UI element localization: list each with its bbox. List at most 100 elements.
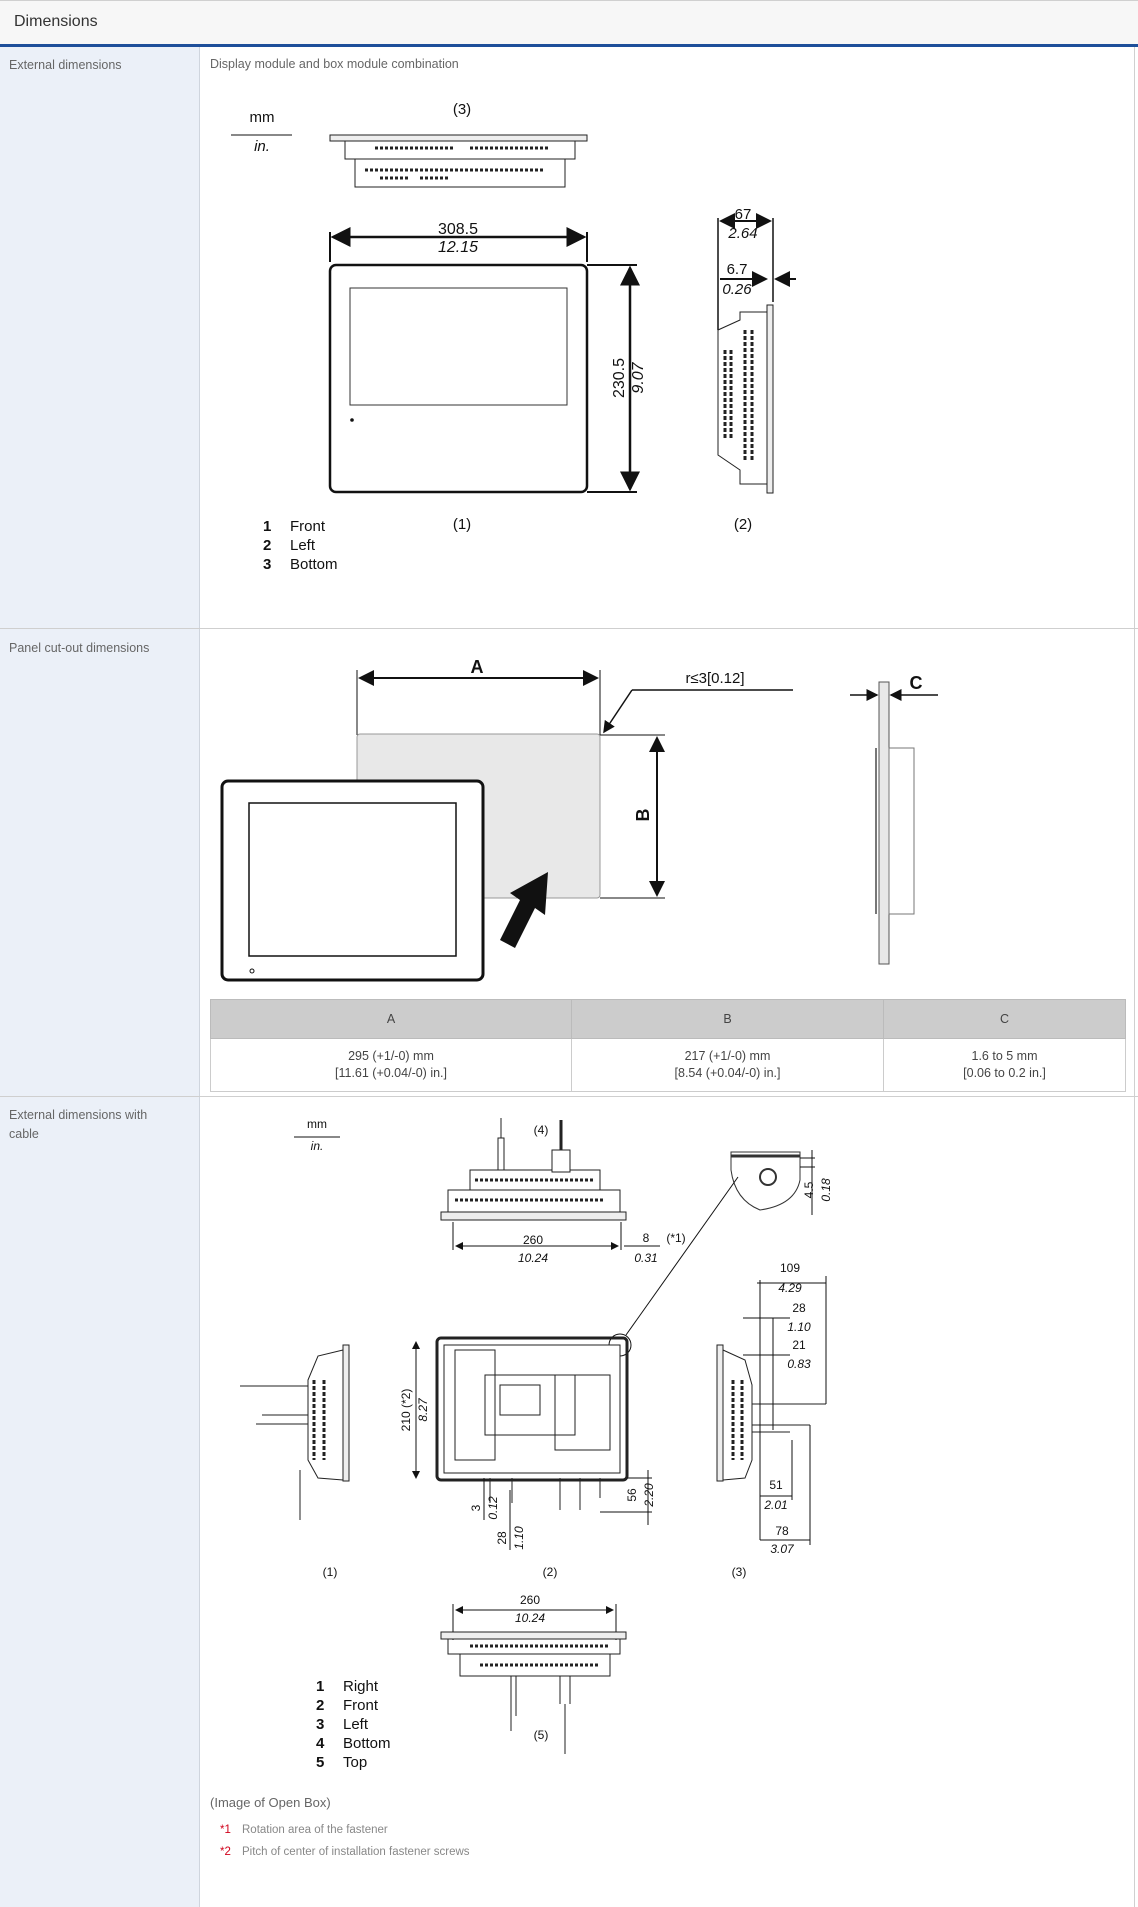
svg-text:mm: mm: [307, 1117, 327, 1131]
svg-text:5: 5: [316, 1754, 324, 1771]
svg-text:260: 260: [520, 1593, 540, 1607]
height-dimension: 230.5 9.07: [587, 264, 647, 493]
table-border: [1134, 47, 1135, 1907]
column-header-c: C: [883, 999, 1126, 1039]
svg-text:51: 51: [769, 1478, 783, 1492]
svg-text:2.01: 2.01: [763, 1498, 787, 1512]
svg-text:28: 28: [495, 1531, 509, 1545]
svg-text:6.7: 6.7: [727, 261, 748, 278]
cutout-table: A B C 295 (+1/-0) mm[11.61 (+0.04/-0) in…: [210, 999, 1126, 1092]
svg-text:Front: Front: [290, 518, 326, 535]
svg-text:2.64: 2.64: [727, 225, 757, 242]
svg-text:308.5: 308.5: [438, 221, 478, 238]
svg-text:67: 67: [735, 206, 752, 223]
svg-text:3: 3: [263, 556, 271, 573]
row-divider: [0, 628, 1138, 629]
svg-text:Front: Front: [343, 1697, 379, 1714]
svg-text:260: 260: [523, 1233, 543, 1247]
svg-text:C: C: [910, 673, 923, 693]
row-divider: [0, 1096, 1138, 1097]
units-legend: mm in.: [231, 109, 292, 155]
view-label-left: (2): [734, 516, 752, 533]
svg-text:12.15: 12.15: [438, 239, 478, 256]
section-header: Dimensions: [0, 0, 1138, 44]
view-label-right: (1): [323, 1565, 338, 1579]
label-column: [0, 47, 200, 1907]
svg-text:A: A: [471, 657, 484, 677]
row-label-external-dimensions: External dimensions: [9, 58, 122, 72]
header-accent-line: [0, 44, 1138, 47]
table-cell-a: 295 (+1/-0) mm[11.61 (+0.04/-0) in.]: [210, 1038, 572, 1092]
svg-text:Left: Left: [290, 537, 316, 554]
svg-text:230.5: 230.5: [611, 358, 628, 398]
svg-text:78: 78: [775, 1524, 789, 1538]
front-view-drawing: [328, 263, 589, 494]
svg-text:Left: Left: [343, 1716, 369, 1733]
right-view-cable-drawing: [240, 1344, 350, 1520]
units-legend-cable: mm in.: [294, 1117, 340, 1153]
view-legend: 1 Front 2 Left 3 Bottom: [263, 518, 338, 573]
svg-text:21: 21: [792, 1338, 806, 1352]
svg-text:3: 3: [469, 1504, 483, 1511]
svg-text:1.10: 1.10: [787, 1320, 811, 1334]
table-cell-c: 1.6 to 5 mm[0.06 to 0.2 in.]: [883, 1038, 1126, 1092]
svg-text:28: 28: [792, 1301, 806, 1315]
svg-text:109: 109: [780, 1261, 800, 1275]
view-label-front: (1): [453, 516, 471, 533]
svg-text:8.27: 8.27: [416, 1397, 430, 1422]
svg-text:210 (*2): 210 (*2): [399, 1389, 413, 1432]
svg-text:mm: mm: [250, 109, 275, 126]
svg-text:in.: in.: [254, 138, 270, 155]
svg-text:9.07: 9.07: [630, 361, 647, 393]
row-label-external-with-cable: External dimensions with cable: [9, 1108, 148, 1141]
image-caption: (Image of Open Box): [210, 1795, 331, 1810]
column-header-b: B: [571, 999, 884, 1039]
svg-text:1: 1: [263, 518, 271, 535]
svg-text:r≤3[0.12]: r≤3[0.12]: [685, 670, 744, 687]
table-header-row: A B C: [210, 999, 1126, 1039]
bottom-view-cable-drawing: [440, 1118, 627, 1221]
view-label-left: (3): [732, 1565, 747, 1579]
bottom-view-drawing: [329, 134, 588, 188]
left-view-drawing: 67 2.64 6.7 0.26: [717, 206, 796, 494]
svg-text:2.20: 2.20: [642, 1483, 656, 1508]
front-view-cable-drawing: 210 (*2) 8.27 56 2.20 3 0.12 28 1.10: [399, 1336, 656, 1550]
svg-text:4: 4: [316, 1735, 325, 1752]
svg-text:0.26: 0.26: [722, 281, 752, 298]
svg-text:Top: Top: [343, 1754, 367, 1771]
bottom-cable-dimensions: 260 10.24 8 (*1) 0.31: [452, 1222, 686, 1265]
svg-text:in.: in.: [311, 1139, 324, 1153]
view-label-top: (5): [534, 1728, 549, 1742]
view-label-front: (2): [543, 1565, 558, 1579]
table-cell-b: 217 (+1/-0) mm[8.54 (+0.04/-0) in.]: [571, 1038, 884, 1092]
svg-text:Bottom: Bottom: [343, 1735, 391, 1752]
svg-text:0.18: 0.18: [819, 1178, 833, 1202]
svg-text:10.24: 10.24: [515, 1611, 545, 1625]
drawing-subtitle: Display module and box module combinatio…: [210, 57, 459, 71]
width-dimension: 308.5 12.15: [329, 221, 588, 262]
view-label-bottom: (4): [534, 1123, 549, 1137]
svg-text:4.29: 4.29: [778, 1281, 802, 1295]
svg-text:2: 2: [316, 1697, 324, 1714]
view-label-bottom: (3): [453, 101, 471, 118]
svg-text:1.10: 1.10: [512, 1526, 526, 1550]
svg-text:56: 56: [625, 1488, 639, 1502]
svg-text:(*1): (*1): [666, 1231, 685, 1245]
svg-text:8: 8: [643, 1231, 650, 1245]
svg-text:4.5: 4.5: [802, 1181, 816, 1198]
svg-text:Bottom: Bottom: [290, 556, 338, 573]
svg-text:0.83: 0.83: [787, 1357, 811, 1371]
fastener-detail: 4.5 0.18: [608, 1150, 833, 1357]
top-view-cable-drawing: 260 10.24: [440, 1593, 627, 1754]
row-label-panel-cutout: Panel cut-out dimensions: [9, 641, 150, 655]
section-title: Dimensions: [14, 13, 98, 30]
table-row: 295 (+1/-0) mm[11.61 (+0.04/-0) in.] 217…: [210, 1038, 1126, 1092]
cutout-diagram: A r≤3[0.12] B C: [220, 657, 938, 982]
svg-text:10.24: 10.24: [518, 1251, 548, 1265]
svg-text:Right: Right: [343, 1678, 379, 1695]
svg-text:2: 2: [263, 537, 271, 554]
